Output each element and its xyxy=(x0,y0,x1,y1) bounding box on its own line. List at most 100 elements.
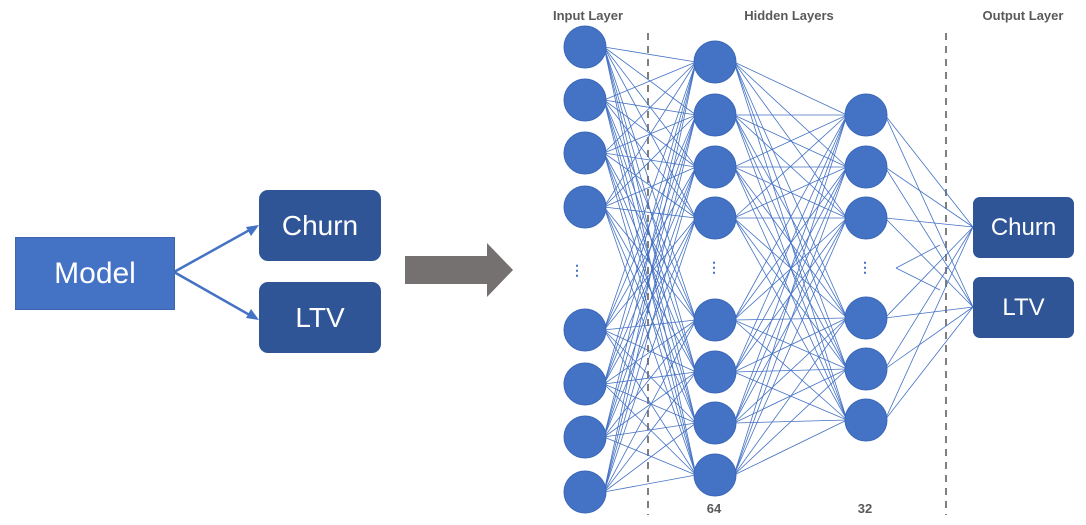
hidden-1-node xyxy=(693,401,737,445)
connection-line xyxy=(603,206,697,219)
connection-line xyxy=(603,206,697,476)
connection-line xyxy=(603,474,697,493)
connection-line xyxy=(603,61,697,493)
arrow-to-ltv xyxy=(173,270,256,320)
connection-line xyxy=(603,61,697,154)
hidden-1-node xyxy=(693,93,737,137)
connection-line xyxy=(884,166,974,228)
connections xyxy=(603,46,974,493)
connection-line xyxy=(603,46,697,219)
ltv-output-node: LTV xyxy=(973,277,1074,338)
connection-line xyxy=(603,99,697,219)
input-node xyxy=(563,362,607,406)
connection-line xyxy=(603,114,697,208)
connection-line xyxy=(603,166,697,493)
connection-line xyxy=(603,46,697,63)
connection-line xyxy=(733,114,848,219)
connection-line xyxy=(733,166,848,319)
input-node xyxy=(563,185,607,229)
connection-line xyxy=(733,317,848,476)
connection-line xyxy=(603,319,697,438)
input-node xyxy=(563,308,607,352)
connection-line xyxy=(895,244,941,269)
connection-line xyxy=(603,217,697,331)
hidden-1-node xyxy=(693,145,737,189)
connection-line xyxy=(603,152,697,219)
input-node xyxy=(563,25,607,69)
connection-line xyxy=(884,226,974,319)
connection-line xyxy=(733,319,848,370)
connection-line xyxy=(884,226,974,421)
connection-line xyxy=(884,217,974,228)
input-ellipsis: ⋮ xyxy=(570,262,584,278)
churn-output-label: Churn xyxy=(990,213,1057,241)
connection-line xyxy=(603,422,697,493)
hidden-2-node xyxy=(844,145,888,189)
connection-line xyxy=(603,166,697,208)
connection-line xyxy=(603,319,697,493)
connection-line xyxy=(603,99,697,321)
input-node xyxy=(563,78,607,122)
connection-line xyxy=(884,114,974,228)
input-layer-title: Input Layer xyxy=(552,8,624,23)
connection-line xyxy=(603,61,697,208)
hidden-layers-title: Hidden Layers xyxy=(744,8,834,23)
connection-line xyxy=(603,422,697,438)
connection-line xyxy=(733,317,848,373)
hidden-1-node xyxy=(693,453,737,497)
connection-line xyxy=(603,152,697,424)
connection-line xyxy=(733,368,848,476)
input-node xyxy=(563,415,607,459)
transition-arrow xyxy=(405,243,513,297)
ltv-label: LTV xyxy=(295,301,345,333)
connection-line xyxy=(884,226,974,370)
connection-line xyxy=(603,61,697,438)
connection-line xyxy=(603,61,697,101)
arrowhead-ltv xyxy=(246,309,259,320)
connection-line xyxy=(733,166,848,476)
ltv-output-label: LTV xyxy=(1002,293,1045,321)
connection-line xyxy=(603,206,697,424)
hidden-1-node xyxy=(693,350,737,394)
input-node xyxy=(563,470,607,514)
connection-line xyxy=(603,61,697,385)
connection-line xyxy=(603,371,697,493)
arrow-to-churn xyxy=(173,225,256,274)
connection-line xyxy=(603,206,697,321)
model-label: Model xyxy=(54,256,136,290)
hidden-1-node xyxy=(693,298,737,342)
connection-line xyxy=(603,61,697,331)
connection-line xyxy=(603,152,697,321)
connection-line xyxy=(603,99,697,168)
connection-line xyxy=(733,114,848,373)
connection-line xyxy=(884,306,974,319)
connection-line xyxy=(603,329,697,476)
connection-line xyxy=(884,217,974,308)
churn-output-box: Churn xyxy=(259,190,381,261)
connection-line xyxy=(603,114,697,493)
hidden-2-node xyxy=(844,196,888,240)
connection-line xyxy=(733,114,848,424)
connection-line xyxy=(884,306,974,421)
connection-line xyxy=(895,267,941,291)
connection-line xyxy=(603,383,697,476)
connection-line xyxy=(733,61,848,370)
connection-line xyxy=(733,217,848,476)
connection-line xyxy=(603,152,697,373)
connection-line xyxy=(884,306,974,370)
hidden-layer-2-size: 32 xyxy=(857,501,873,516)
output-layer-title: Output Layer xyxy=(982,8,1064,23)
hidden-layer-1-size: 64 xyxy=(706,501,722,516)
hidden-2-node xyxy=(844,398,888,442)
connection-line xyxy=(733,419,848,476)
connection-line xyxy=(603,371,697,438)
ltv-output-box: LTV xyxy=(259,282,381,353)
connection-line xyxy=(603,329,697,373)
connection-line xyxy=(733,114,848,321)
arrowhead-churn xyxy=(246,225,259,236)
hidden-2-ellipsis: ⋮ xyxy=(858,259,872,275)
connection-line xyxy=(603,329,697,424)
connection-line xyxy=(884,114,974,308)
hidden-1-ellipsis: ⋮ xyxy=(707,259,721,275)
